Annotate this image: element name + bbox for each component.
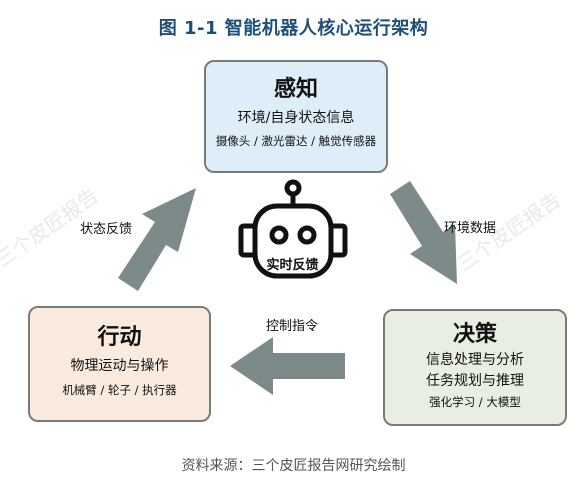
node-act-title: 行动 [97, 325, 142, 350]
edge-label-decide-to-act: 控制指令 [266, 319, 319, 334]
node-sense: 感知 环境/自身状态信息 摄像头 / 激光雷达 / 触觉传感器 [204, 60, 388, 173]
edge-label-sense-to-decide: 环境数据 [444, 221, 497, 236]
diagram-title: 图 1-1 智能机器人核心运行架构 [158, 18, 429, 39]
robot-icon [238, 179, 348, 279]
node-act-line2: 机械臂 / 轮子 / 执行器 [62, 383, 177, 397]
node-act-line1: 物理运动与操作 [70, 358, 169, 374]
robot-label: 实时反馈 [266, 258, 319, 273]
node-act: 行动 物理运动与操作 机械臂 / 轮子 / 执行器 [28, 306, 211, 422]
node-decide-line2: 强化学习 / 大模型 [429, 395, 521, 409]
edge-label-act-to-sense: 状态反馈 [80, 222, 133, 237]
arrow-decide-to-act [230, 337, 345, 395]
node-sense-line2: 摄像头 / 激光雷达 / 触觉传感器 [215, 134, 377, 148]
node-sense-line1: 环境/自身状态信息 [237, 110, 355, 126]
arrow-act-to-sense [118, 188, 196, 291]
node-decide-line1b: 任务规划与推理 [426, 373, 524, 389]
node-decide-line1: 信息处理与分析 [426, 352, 524, 368]
arrow-sense-to-decide [390, 181, 457, 284]
source-note: 资料来源：三个皮匠报告网研究绘制 [181, 458, 406, 474]
node-decide-title: 决策 [452, 322, 497, 347]
node-sense-title: 感知 [273, 77, 318, 102]
node-decide: 决策 信息处理与分析 任务规划与推理 强化学习 / 大模型 [383, 309, 567, 426]
